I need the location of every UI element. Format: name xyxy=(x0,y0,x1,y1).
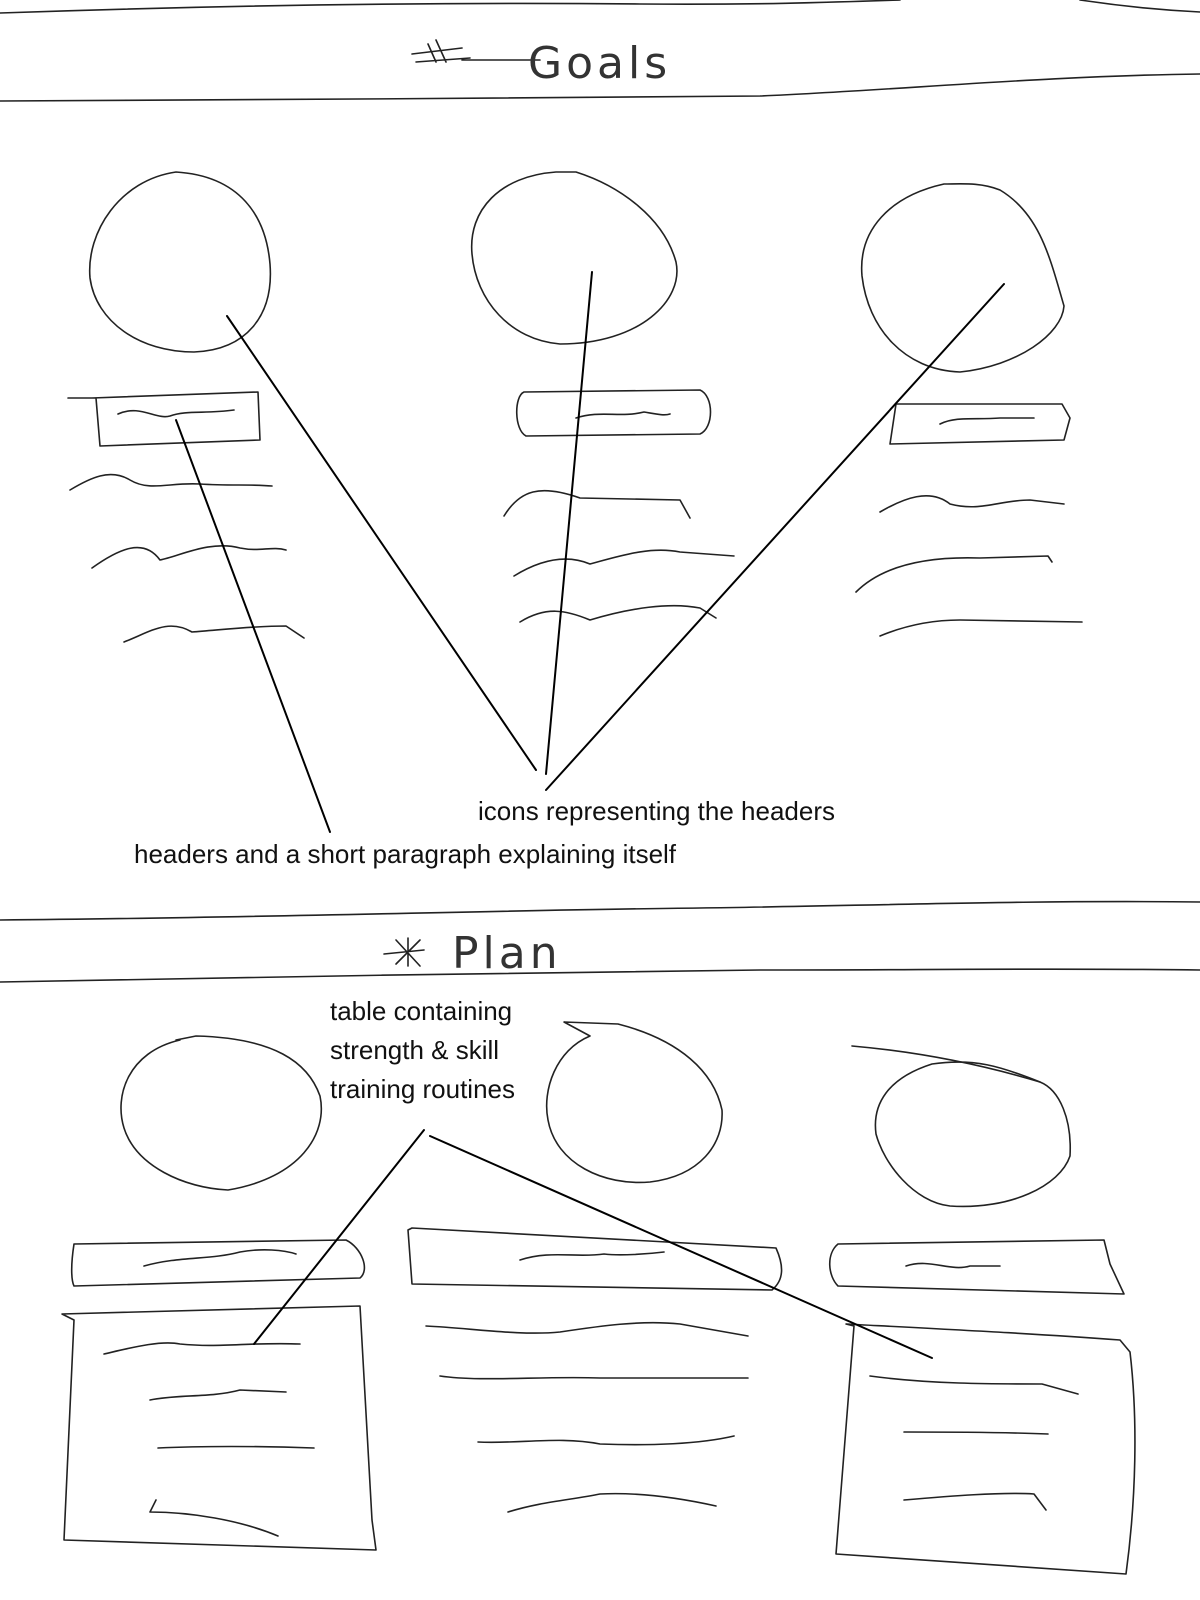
headers-annotation: headers and a short paragraph explaining… xyxy=(134,839,677,869)
plan-band-top-line xyxy=(0,900,1200,921)
plan-card-2 xyxy=(407,1021,783,1513)
plan-card-1-icon-circle xyxy=(120,1035,323,1191)
goals-section-header: Goals xyxy=(0,0,1200,102)
goals-card-2-header-box xyxy=(515,389,712,437)
plan-card-1-table-row-3 xyxy=(157,1445,315,1449)
icon-pointer-left xyxy=(226,315,537,771)
goals-card-3-header-text-line xyxy=(939,417,1035,425)
plan-card-2-header-text-line xyxy=(519,1251,665,1261)
goals-card-3-header-box xyxy=(889,403,1071,445)
plan-section-title: Plan xyxy=(452,928,562,979)
plan-card-2-paragraph-line-4 xyxy=(507,1492,717,1513)
plan-card-1-header-text-line xyxy=(143,1249,297,1267)
plan-bullet-icon xyxy=(383,937,425,967)
plan-card-3-icon-circle xyxy=(874,1061,1071,1208)
goals-card-3-paragraph-line-2 xyxy=(855,555,1053,593)
table-pointer-right xyxy=(429,1135,933,1359)
plan-card-3-header-text-line xyxy=(905,1262,1001,1269)
goals-band-bottom-line xyxy=(0,73,1200,102)
goals-card-3-paragraph-line-1 xyxy=(879,495,1065,513)
goals-card-1-header-text-line xyxy=(117,409,235,418)
goals-section-title: Goals xyxy=(528,38,671,89)
plan-card-1-header-box xyxy=(70,1239,366,1287)
goals-bullet-icon xyxy=(411,39,541,63)
plan-card-1 xyxy=(61,1035,377,1551)
goals-card-2-header-text-line xyxy=(575,411,671,419)
plan-card-3-table-box xyxy=(835,1323,1136,1575)
goals-card-2-paragraph-line-1 xyxy=(503,489,691,519)
goals-card-1-paragraph-line-2 xyxy=(91,544,287,569)
goals-annotation-pointers xyxy=(175,271,1005,833)
goals-card-1-paragraph-line-3 xyxy=(123,625,305,643)
plan-card-2-paragraph-line-1 xyxy=(425,1321,749,1337)
goals-card-2 xyxy=(470,171,735,623)
header-pointer xyxy=(175,419,331,833)
plan-card-3-top-stroke xyxy=(851,1045,1041,1083)
plan-card-2-paragraph-line-2 xyxy=(439,1375,749,1380)
plan-band-bottom-line xyxy=(0,968,1200,983)
goals-card-1-icon-circle xyxy=(88,171,272,353)
plan-card-1-table-box xyxy=(61,1305,377,1551)
plan-card-3-table-row-1 xyxy=(869,1375,1079,1395)
goals-band-top-line xyxy=(0,0,1200,14)
goals-card-3-icon-circle xyxy=(860,182,1065,373)
icon-pointer-right xyxy=(545,283,1005,791)
plan-card-2-header-box xyxy=(407,1227,783,1291)
icon-pointer-middle xyxy=(545,271,593,775)
goals-card-3 xyxy=(855,182,1083,637)
goals-card-1 xyxy=(67,171,305,643)
plan-card-3-header-box xyxy=(828,1239,1125,1295)
plan-annotation-pointers xyxy=(253,1129,933,1359)
goals-card-2-icon-circle xyxy=(470,171,678,345)
plan-card-1-table-row-2 xyxy=(149,1389,287,1401)
table-pointer-left xyxy=(253,1129,425,1345)
plan-section-header: Plan xyxy=(0,900,1200,983)
plan-card-3-table-row-2 xyxy=(903,1431,1049,1435)
table-annotation: table containing strength & skill traini… xyxy=(330,996,515,1104)
plan-card-2-paragraph-line-3 xyxy=(477,1435,735,1446)
plan-card-1-table-row-4 xyxy=(149,1499,279,1537)
plan-card-3-table-row-3 xyxy=(903,1492,1047,1511)
goals-card-1-paragraph-line-1 xyxy=(69,473,273,491)
goals-card-2-paragraph-line-3 xyxy=(519,604,717,623)
plan-card-3 xyxy=(828,1045,1136,1575)
goals-card-1-header-box xyxy=(67,391,261,447)
icons-annotation: icons representing the headers xyxy=(478,796,836,826)
goals-card-2-paragraph-line-2 xyxy=(513,549,735,577)
plan-card-1-table-row-1 xyxy=(103,1342,301,1355)
plan-card-2-icon-circle xyxy=(545,1021,723,1184)
goals-card-3-paragraph-line-3 xyxy=(879,619,1083,637)
